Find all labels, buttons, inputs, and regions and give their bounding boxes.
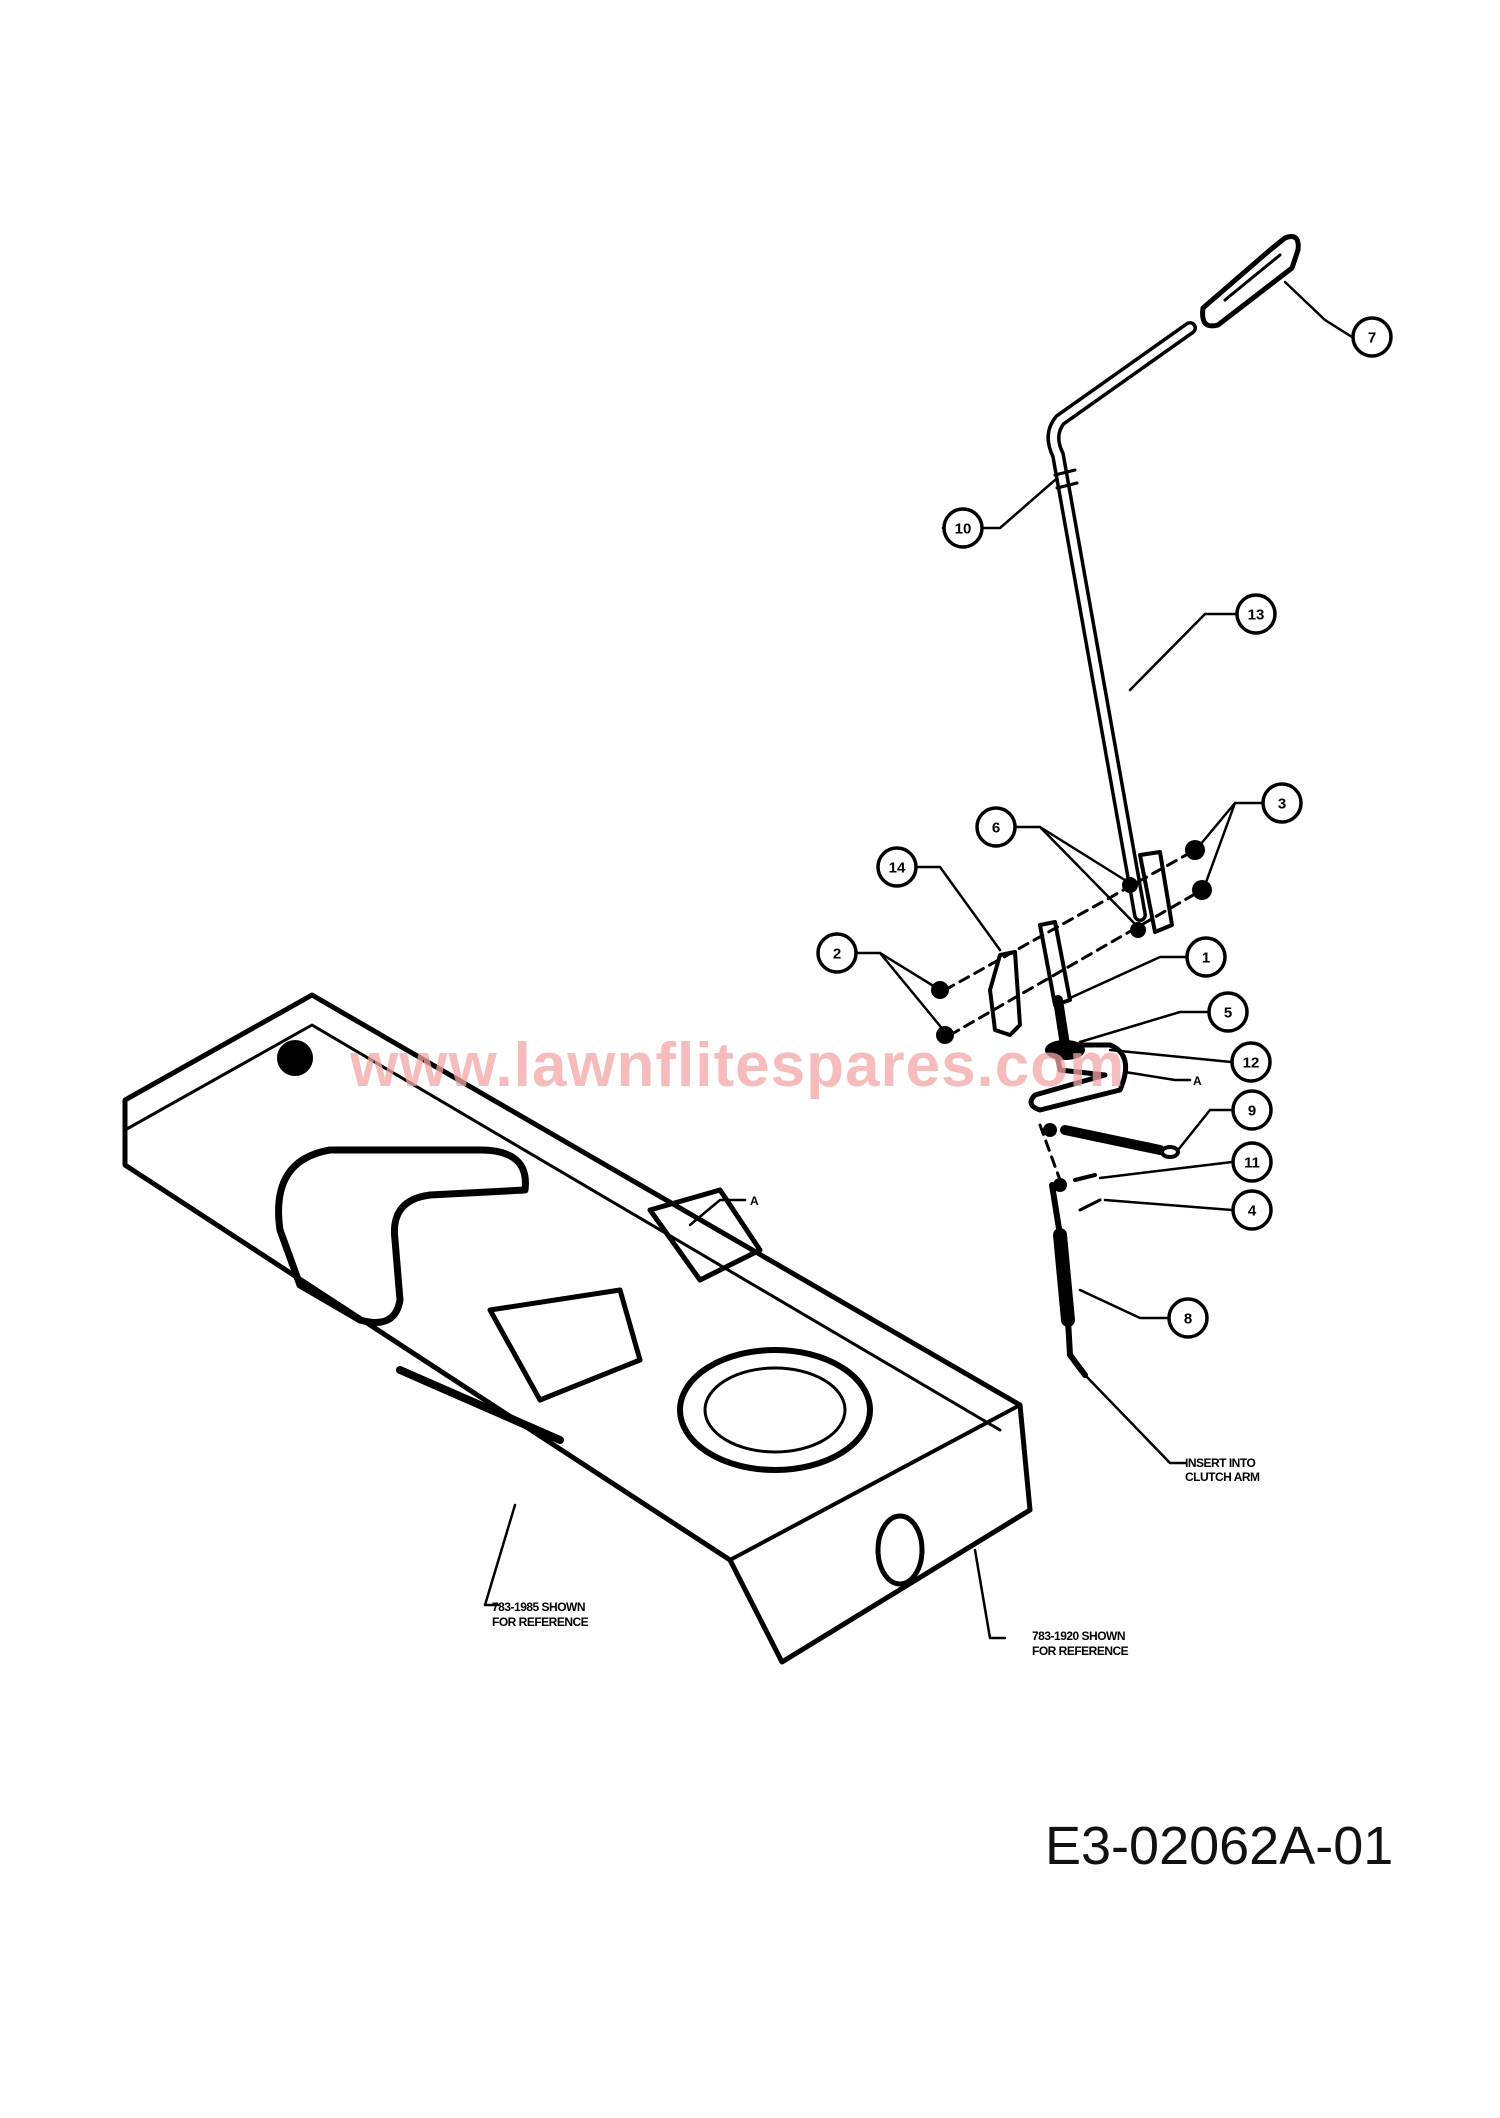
- callout-4[interactable]: 4: [1231, 1189, 1273, 1231]
- ref-mark-a: A: [1193, 1074, 1202, 1088]
- spring-9: [1060, 1125, 1180, 1159]
- watermark: www.lawnflitespares.com: [350, 1031, 1126, 1100]
- callout-5[interactable]: 5: [1207, 991, 1249, 1033]
- frame-reference: [122, 992, 1033, 1665]
- callout-9[interactable]: 9: [1231, 1089, 1273, 1131]
- callout-14[interactable]: 14: [876, 846, 918, 888]
- callout-number: 10: [955, 521, 972, 538]
- callout-number: 14: [889, 860, 906, 877]
- ref-mark-a: A: [750, 1194, 759, 1208]
- diagram-id-label: E3-02062A-01: [1045, 1816, 1394, 1876]
- callout-2[interactable]: 2: [816, 932, 858, 974]
- callout-10[interactable]: 10: [942, 507, 984, 549]
- note-ref1-line2: FOR REFERENCE: [492, 1615, 589, 1629]
- callout-number: 1: [1202, 950, 1210, 967]
- callout-number: 4: [1248, 1203, 1257, 1220]
- handle-grip: [1200, 234, 1301, 329]
- callout-number: 7: [1368, 330, 1376, 347]
- clutch-arm: [1028, 920, 1129, 1113]
- callout-8[interactable]: 8: [1167, 1297, 1209, 1339]
- callout-12[interactable]: 12: [1230, 1041, 1272, 1083]
- callout-number: 2: [833, 946, 841, 963]
- callout-3[interactable]: 3: [1261, 782, 1303, 824]
- note-ref2-line1: 783-1920 SHOWN: [1032, 1629, 1125, 1643]
- callout-number: 11: [1244, 1155, 1260, 1172]
- callout-number: 8: [1184, 1311, 1192, 1328]
- note-ref1-line1: 783-1985 SHOWN: [492, 1600, 585, 1614]
- note-insert-line2: CLUTCH ARM: [1185, 1470, 1260, 1484]
- note-insert-line1: INSERT INTO: [1185, 1456, 1255, 1470]
- callout-7[interactable]: 7: [1351, 316, 1393, 358]
- callout-13[interactable]: 13: [1235, 593, 1277, 635]
- callout-number: 13: [1248, 607, 1265, 624]
- callout-number: 12: [1243, 1055, 1260, 1072]
- callout-number: 5: [1224, 1005, 1232, 1022]
- lever-rod: [1046, 321, 1197, 934]
- note-ref2-line2: FOR REFERENCE: [1032, 1644, 1129, 1658]
- callout-number: 9: [1248, 1103, 1256, 1120]
- assembly-lines: [943, 848, 1204, 1182]
- callout-11[interactable]: 11: [1231, 1141, 1273, 1183]
- callout-number: 6: [992, 820, 1000, 837]
- spring-8: [1049, 1173, 1102, 1378]
- callout-1[interactable]: 1: [1185, 936, 1227, 978]
- bracket-plate: [988, 950, 1022, 1037]
- callout-number: 3: [1278, 796, 1286, 813]
- leader-lines: [483, 280, 1354, 1640]
- callout-6[interactable]: 6: [975, 806, 1017, 848]
- callout-group: 7 10 13 3 6 14 2 1 5 12 9 11 4 8: [816, 316, 1393, 1339]
